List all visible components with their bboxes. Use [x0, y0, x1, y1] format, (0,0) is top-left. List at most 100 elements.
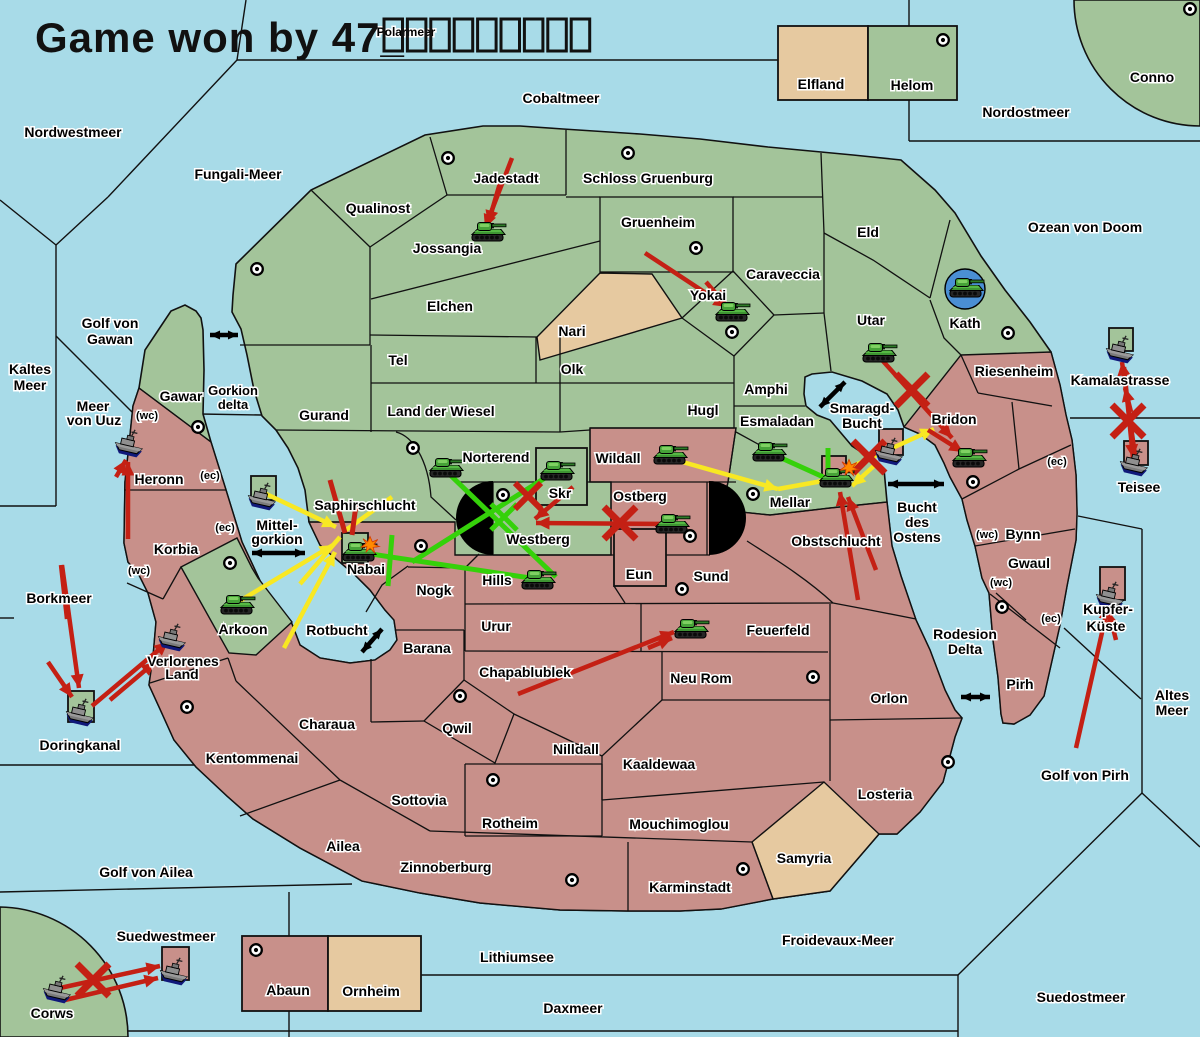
svg-text:Delta: Delta [948, 641, 982, 657]
svg-text:Skr: Skr [549, 485, 572, 501]
svg-text:Küste: Küste [1087, 618, 1126, 634]
svg-text:(wc): (wc) [136, 410, 158, 422]
svg-text:Froidevaux-Meer: Froidevaux-Meer [782, 932, 895, 948]
svg-text:Nogk: Nogk [417, 582, 452, 598]
svg-text:delta: delta [218, 397, 249, 412]
svg-text:Barana: Barana [403, 640, 451, 656]
svg-text:Gawan: Gawan [87, 331, 133, 347]
svg-text:Gruenheim: Gruenheim [621, 214, 695, 230]
svg-text:Losteria: Losteria [858, 786, 913, 802]
svg-text:Olk: Olk [561, 361, 584, 377]
svg-text:Golf von Pirh: Golf von Pirh [1041, 767, 1129, 783]
svg-text:Kaaldewaa: Kaaldewaa [623, 756, 696, 772]
svg-text:Ostberg: Ostberg [613, 488, 667, 504]
svg-text:Bridon: Bridon [931, 411, 976, 427]
svg-text:Orlon: Orlon [870, 690, 907, 706]
svg-text:gorkion: gorkion [251, 531, 302, 547]
svg-text:Caraveccia: Caraveccia [746, 266, 820, 282]
svg-text:Feuerfeld: Feuerfeld [746, 622, 809, 638]
svg-text:Mouchimoglou: Mouchimoglou [629, 816, 729, 832]
svg-text:Sund: Sund [694, 568, 729, 584]
svg-text:Eld: Eld [857, 224, 879, 240]
svg-text:Altes: Altes [1155, 687, 1189, 703]
svg-text:Kath: Kath [949, 315, 980, 331]
svg-text:Meer: Meer [77, 398, 110, 414]
svg-text:Suedostmeer: Suedostmeer [1037, 989, 1126, 1005]
svg-text:Helom: Helom [891, 77, 934, 93]
svg-text:Nabai: Nabai [347, 561, 385, 577]
svg-text:Ostens: Ostens [893, 529, 941, 545]
svg-text:Gawar: Gawar [160, 388, 203, 404]
svg-text:Jossangia: Jossangia [413, 240, 482, 256]
svg-text:Arkoon: Arkoon [219, 621, 268, 637]
svg-text:Urur: Urur [481, 618, 511, 634]
svg-text:Samyria: Samyria [777, 850, 832, 866]
svg-text:Esmaladan: Esmaladan [740, 413, 814, 429]
svg-text:Wildall: Wildall [596, 450, 641, 466]
svg-text:(ec): (ec) [1041, 613, 1061, 625]
svg-text:Nordostmeer: Nordostmeer [982, 104, 1070, 120]
svg-text:Abaun: Abaun [266, 982, 310, 998]
svg-text:(wc): (wc) [990, 577, 1012, 589]
svg-text:Norterend: Norterend [463, 449, 530, 465]
svg-text:Obstschlucht: Obstschlucht [791, 533, 881, 549]
svg-text:(ec): (ec) [200, 470, 220, 482]
svg-text:Cobaltmeer: Cobaltmeer [522, 90, 600, 106]
svg-text:Sottovia: Sottovia [391, 792, 446, 808]
svg-text:Utar: Utar [857, 312, 886, 328]
svg-text:Karminstadt: Karminstadt [649, 879, 731, 895]
svg-text:Saphirschlucht: Saphirschlucht [314, 497, 415, 513]
svg-text:Qwil: Qwil [442, 720, 472, 736]
svg-text:Kentommenai: Kentommenai [206, 750, 299, 766]
svg-text:Amphi: Amphi [744, 381, 788, 397]
svg-text:Nari: Nari [558, 323, 585, 339]
svg-text:Gurand: Gurand [299, 407, 349, 423]
svg-text:Tel: Tel [388, 352, 407, 368]
svg-text:Charaua: Charaua [299, 716, 355, 732]
svg-text:Chapablublek: Chapablublek [479, 664, 571, 680]
svg-text:Ozean von Doom: Ozean von Doom [1028, 219, 1142, 235]
svg-text:Nordwestmeer: Nordwestmeer [24, 124, 122, 140]
svg-text:Doringkanal: Doringkanal [40, 737, 121, 753]
svg-text:Riesenheim: Riesenheim [975, 363, 1054, 379]
svg-text:von Uuz: von Uuz [67, 412, 121, 428]
svg-text:Hills: Hills [482, 572, 512, 588]
svg-text:Mellar: Mellar [770, 494, 811, 510]
svg-text:Pirh: Pirh [1006, 676, 1033, 692]
svg-text:Gwaul: Gwaul [1008, 555, 1050, 571]
svg-text:Neu Rom: Neu Rom [670, 670, 731, 686]
svg-text:Eun: Eun [626, 566, 652, 582]
svg-text:Fungali-Meer: Fungali-Meer [194, 166, 282, 182]
svg-text:(wc): (wc) [128, 565, 150, 577]
svg-text:Korbia: Korbia [154, 541, 199, 557]
svg-text:Game won by 47_: Game won by 47_ [35, 14, 405, 61]
svg-text:Rotheim: Rotheim [482, 815, 538, 831]
svg-text:Smaragd-: Smaragd- [830, 400, 895, 416]
svg-text:Elchen: Elchen [427, 298, 473, 314]
svg-text:Kaltes: Kaltes [9, 361, 51, 377]
svg-text:Meer: Meer [1156, 702, 1189, 718]
svg-text:Teisee: Teisee [1118, 479, 1161, 495]
svg-text:Land: Land [165, 666, 198, 682]
svg-text:Hugl: Hugl [687, 402, 718, 418]
svg-text:Meer: Meer [14, 377, 47, 393]
svg-text:(wc): (wc) [976, 529, 998, 541]
svg-text:Nilldall: Nilldall [553, 741, 599, 757]
svg-text:Schloss Gruenburg: Schloss Gruenburg [583, 170, 713, 186]
svg-text:(ec): (ec) [215, 522, 235, 534]
svg-text:Borkmeer: Borkmeer [26, 590, 92, 606]
svg-text:Lithiumsee: Lithiumsee [480, 949, 554, 965]
svg-text:Kamalastrasse: Kamalastrasse [1071, 372, 1170, 388]
svg-text:Bynn: Bynn [1006, 526, 1041, 542]
svg-text:des: des [905, 514, 929, 530]
svg-text:Gorkion: Gorkion [208, 383, 258, 398]
svg-text:Ornheim: Ornheim [342, 983, 400, 999]
svg-text:Golf von: Golf von [82, 315, 139, 331]
svg-text:Bucht: Bucht [842, 415, 882, 431]
svg-text:Qualinost: Qualinost [346, 200, 411, 216]
svg-text:Daxmeer: Daxmeer [543, 1000, 603, 1016]
svg-text:Westberg: Westberg [506, 531, 570, 547]
svg-text:Zinnoberburg: Zinnoberburg [401, 859, 492, 875]
svg-text:Suedwestmeer: Suedwestmeer [117, 928, 216, 944]
svg-text:Corws: Corws [31, 1005, 74, 1021]
